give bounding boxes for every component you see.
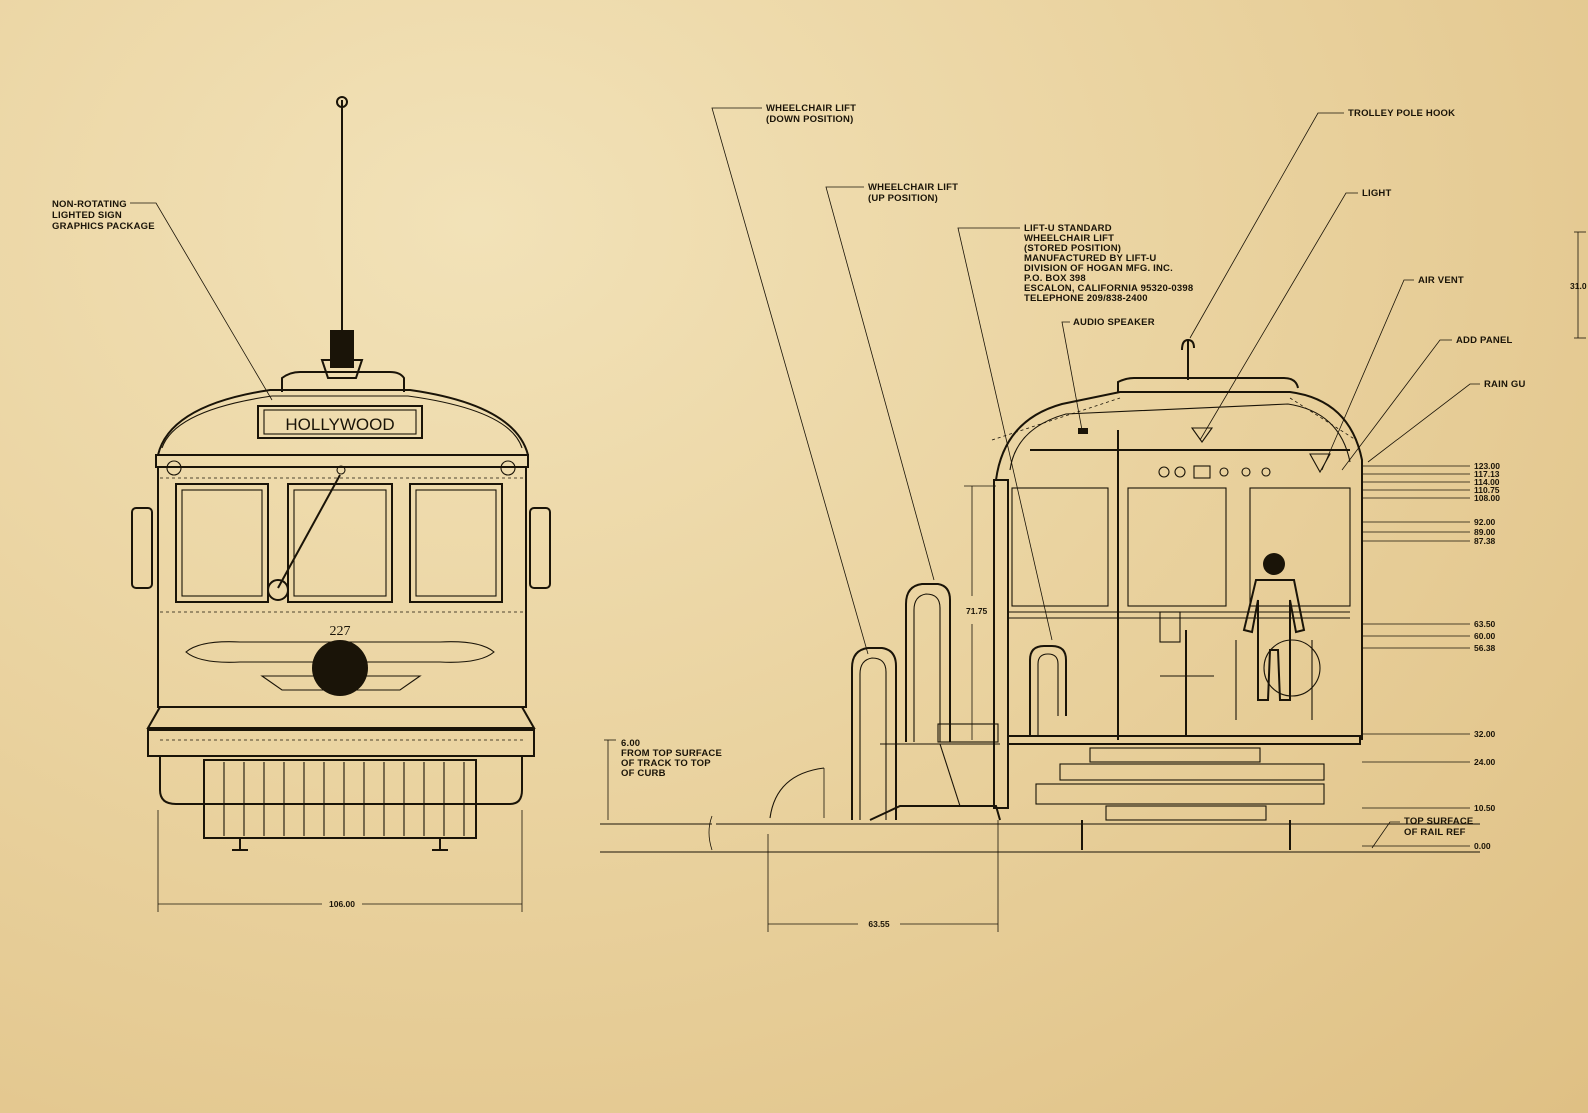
height-dim-9: 63.50 [1474,619,1496,629]
lift-stored-callout-line-4: MANUFACTURED BY LIFT-U [1024,253,1156,264]
lift-stored-callout-line-5: DIVISION OF HOGAN MFG. INC. [1024,263,1173,274]
height-dim-15: 0.00 [1474,841,1491,851]
height-dim-7: 89.00 [1474,527,1496,537]
front-width-dimension: 106.00 [329,899,355,909]
height-dim-3: 114.00 [1474,477,1500,487]
lift-stored-callout-line-3: (STORED POSITION) [1024,243,1121,254]
headlight [312,640,368,696]
front-window-center [287,483,393,603]
height-dim-12: 32.00 [1474,729,1496,739]
sign-callout-line-2: LIGHTED SIGN [52,210,122,221]
seated-passenger [1235,553,1321,720]
curb-swing-arc [769,767,825,819]
lift-down-platform [869,805,1001,821]
lift-down-rail [851,647,897,820]
sign-callout-line-1: NON-ROTATING [52,199,127,210]
lift-stored-callout-line-6: P.O. BOX 398 [1024,273,1086,284]
height-dim-10: 60.00 [1474,631,1496,641]
ad-panel-callout: ADD PANEL [1456,335,1513,346]
lift-stored-callout-line-7: ESCALON, CALIFORNIA 95320-0398 [1024,283,1193,294]
edge-dimension: 31.0 [1570,281,1587,291]
front-wing-ornament [185,641,495,663]
lift-up-callout-line-2: (UP POSITION) [868,193,938,204]
lift-down-callout-line-2: (DOWN POSITION) [766,114,853,125]
front-marker-lamp-left [131,507,153,589]
side-window-1 [1011,487,1109,607]
curb-note-line-2: FROM TOP SURFACE [621,748,722,759]
height-dim-13: 24.00 [1474,757,1496,767]
destination-sign-frame [257,405,423,439]
lift-reach-dimension: 63.55 [868,919,890,929]
sign-callout-line-3: GRAPHICS PACKAGE [52,221,155,232]
height-dim-2: 117.13 [1474,469,1500,479]
front-view: HOLLYWOOD 227 [52,96,551,912]
height-dim-11: 56.38 [1474,643,1496,653]
lift-up-callout-line-1: WHEELCHAIR LIFT [868,182,958,193]
height-dim-5: 108.00 [1474,493,1500,503]
height-dim-8: 87.38 [1474,536,1496,546]
lift-height-dimension: 71.75 [966,606,988,616]
audio-speaker-callout: AUDIO SPEAKER [1073,317,1155,328]
lift-down-callout-line-1: WHEELCHAIR LIFT [766,103,856,114]
side-roof [995,391,1363,740]
side-window-3 [1249,487,1351,607]
lift-stored-callout-line-1: LIFT-U STANDARD [1024,223,1112,234]
curb-note-line-4: OF CURB [621,768,666,779]
height-dim-14: 10.50 [1474,803,1496,813]
car-floor [1007,735,1361,745]
trolley-pole [320,96,364,379]
front-marker-lamp-right [529,507,551,589]
lift-stored-callout-line-2: WHEELCHAIR LIFT [1024,233,1114,244]
side-door-post [993,479,1009,809]
height-dim-4: 110.75 [1474,485,1500,495]
height-dim-6: 92.00 [1474,517,1496,527]
front-bumper [146,706,536,729]
air-vent-callout: AIR VENT [1418,275,1464,286]
rain-gutter-callout: RAIN GU [1484,379,1526,390]
light-callout: LIGHT [1362,188,1392,199]
rail-note-line-1: TOP SURFACE [1404,816,1473,827]
lift-stored-rail [1029,645,1067,736]
lift-stored-callout-line-8: TELEPHONE 209/838-2400 [1024,293,1148,304]
front-window-right [409,483,503,603]
curb-note-line-1: 6.00 [621,738,640,749]
destination-sign: HOLLYWOOD [285,415,394,434]
trolley-pole-hook-callout: TROLLEY POLE HOOK [1348,108,1455,119]
height-dimension-ladder: 123.00 117.13 114.00 110.75 108.00 92.00… [1362,461,1500,851]
rail-note-line-2: OF RAIL REF [1404,827,1466,838]
lift-up-rail [905,583,951,742]
curb-note-line-3: OF TRACK TO TOP [621,758,711,769]
side-view: 71.75 63.55 WHEELCHAIR LIFT (DOWN POSITI… [600,103,1587,932]
car-number: 227 [330,624,351,639]
height-dim-1: 123.00 [1474,461,1500,471]
side-window-2 [1127,487,1227,607]
cowcatcher [203,759,477,839]
front-window-left [175,483,269,603]
front-roof [157,389,529,456]
